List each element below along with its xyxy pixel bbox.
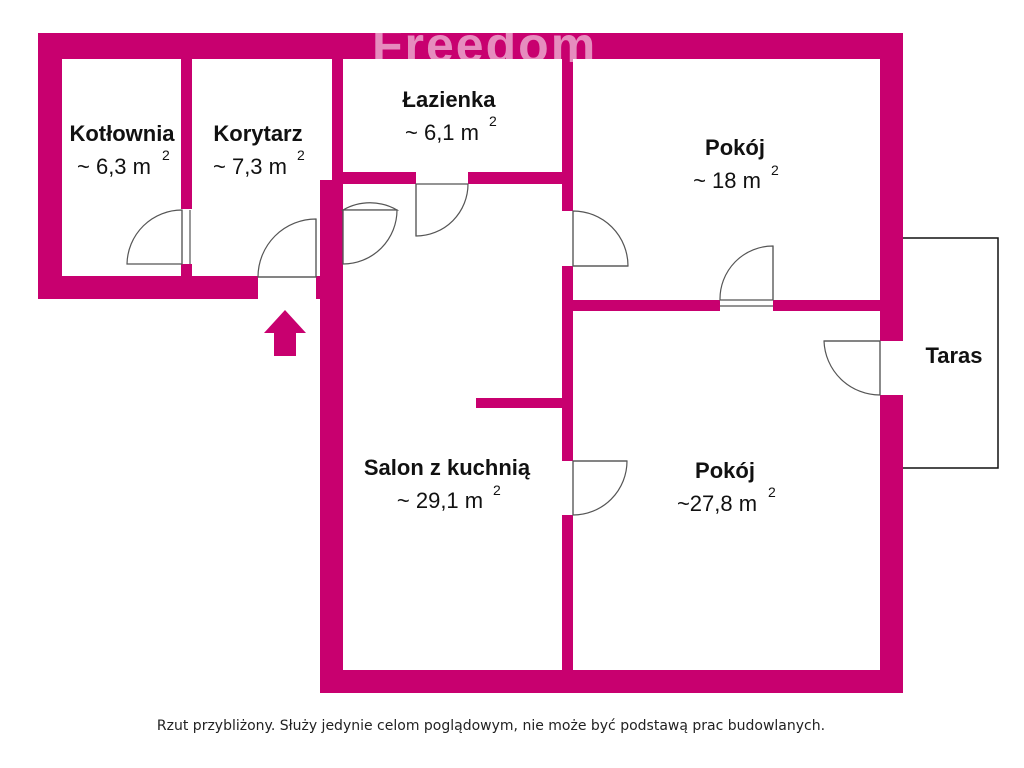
- door-pokoj-bottom: [572, 460, 628, 516]
- entrance-arrow-icon: [264, 310, 306, 356]
- terrace-outline: [902, 237, 999, 469]
- room-name: Łazienka: [403, 87, 497, 112]
- room-label-korytarz: Korytarz ~ 7,3 m 2: [213, 121, 305, 179]
- room-area: ~ 7,3 m: [213, 154, 287, 179]
- doors: [126, 183, 881, 516]
- room-name: Kotłownia: [69, 121, 175, 146]
- door-entrance: [257, 218, 317, 278]
- room-name: Pokój: [695, 458, 755, 483]
- terrace-label: Taras: [925, 343, 982, 368]
- room-area: ~ 18 m: [693, 168, 761, 193]
- room-name: Pokój: [705, 135, 765, 160]
- room-area-exponent: 2: [493, 482, 501, 498]
- disclaimer-text: Rzut przybliżony. Służy jedynie celom po…: [157, 718, 825, 734]
- room-label-pokoj-27: Pokój ~27,8 m 2: [677, 458, 776, 516]
- door-taras: [823, 340, 881, 396]
- room-area-exponent: 2: [771, 162, 779, 178]
- door-pokoj-top: [572, 210, 629, 267]
- room-label-pokoj-18: Pokój ~ 18 m 2: [693, 135, 779, 193]
- door-kotlownia: [126, 209, 191, 265]
- room-area-exponent: 2: [297, 147, 305, 163]
- room-label-kotlownia: Kotłownia ~ 6,3 m 2: [69, 121, 175, 179]
- room-name: Salon z kuchnią: [364, 455, 531, 480]
- room-area: ~ 6,3 m: [77, 154, 151, 179]
- room-area: ~ 29,1 m: [397, 488, 483, 513]
- room-area: ~ 6,1 m: [405, 120, 479, 145]
- door-lazienka: [415, 183, 469, 237]
- door-korytarz-salon: [340, 202, 400, 265]
- room-area: ~27,8 m: [677, 491, 757, 516]
- room-label-lazienka: Łazienka ~ 6,1 m 2: [403, 87, 497, 145]
- room-name: Korytarz: [213, 121, 302, 146]
- walls: [38, 33, 903, 693]
- door-pokoj-divider: [719, 245, 774, 307]
- room-area-exponent: 2: [489, 113, 497, 129]
- room-area-exponent: 2: [768, 484, 776, 500]
- watermark-logo: Freedom: [372, 17, 597, 73]
- room-area-exponent: 2: [162, 147, 170, 163]
- room-label-salon: Salon z kuchnią ~ 29,1 m 2: [364, 455, 531, 513]
